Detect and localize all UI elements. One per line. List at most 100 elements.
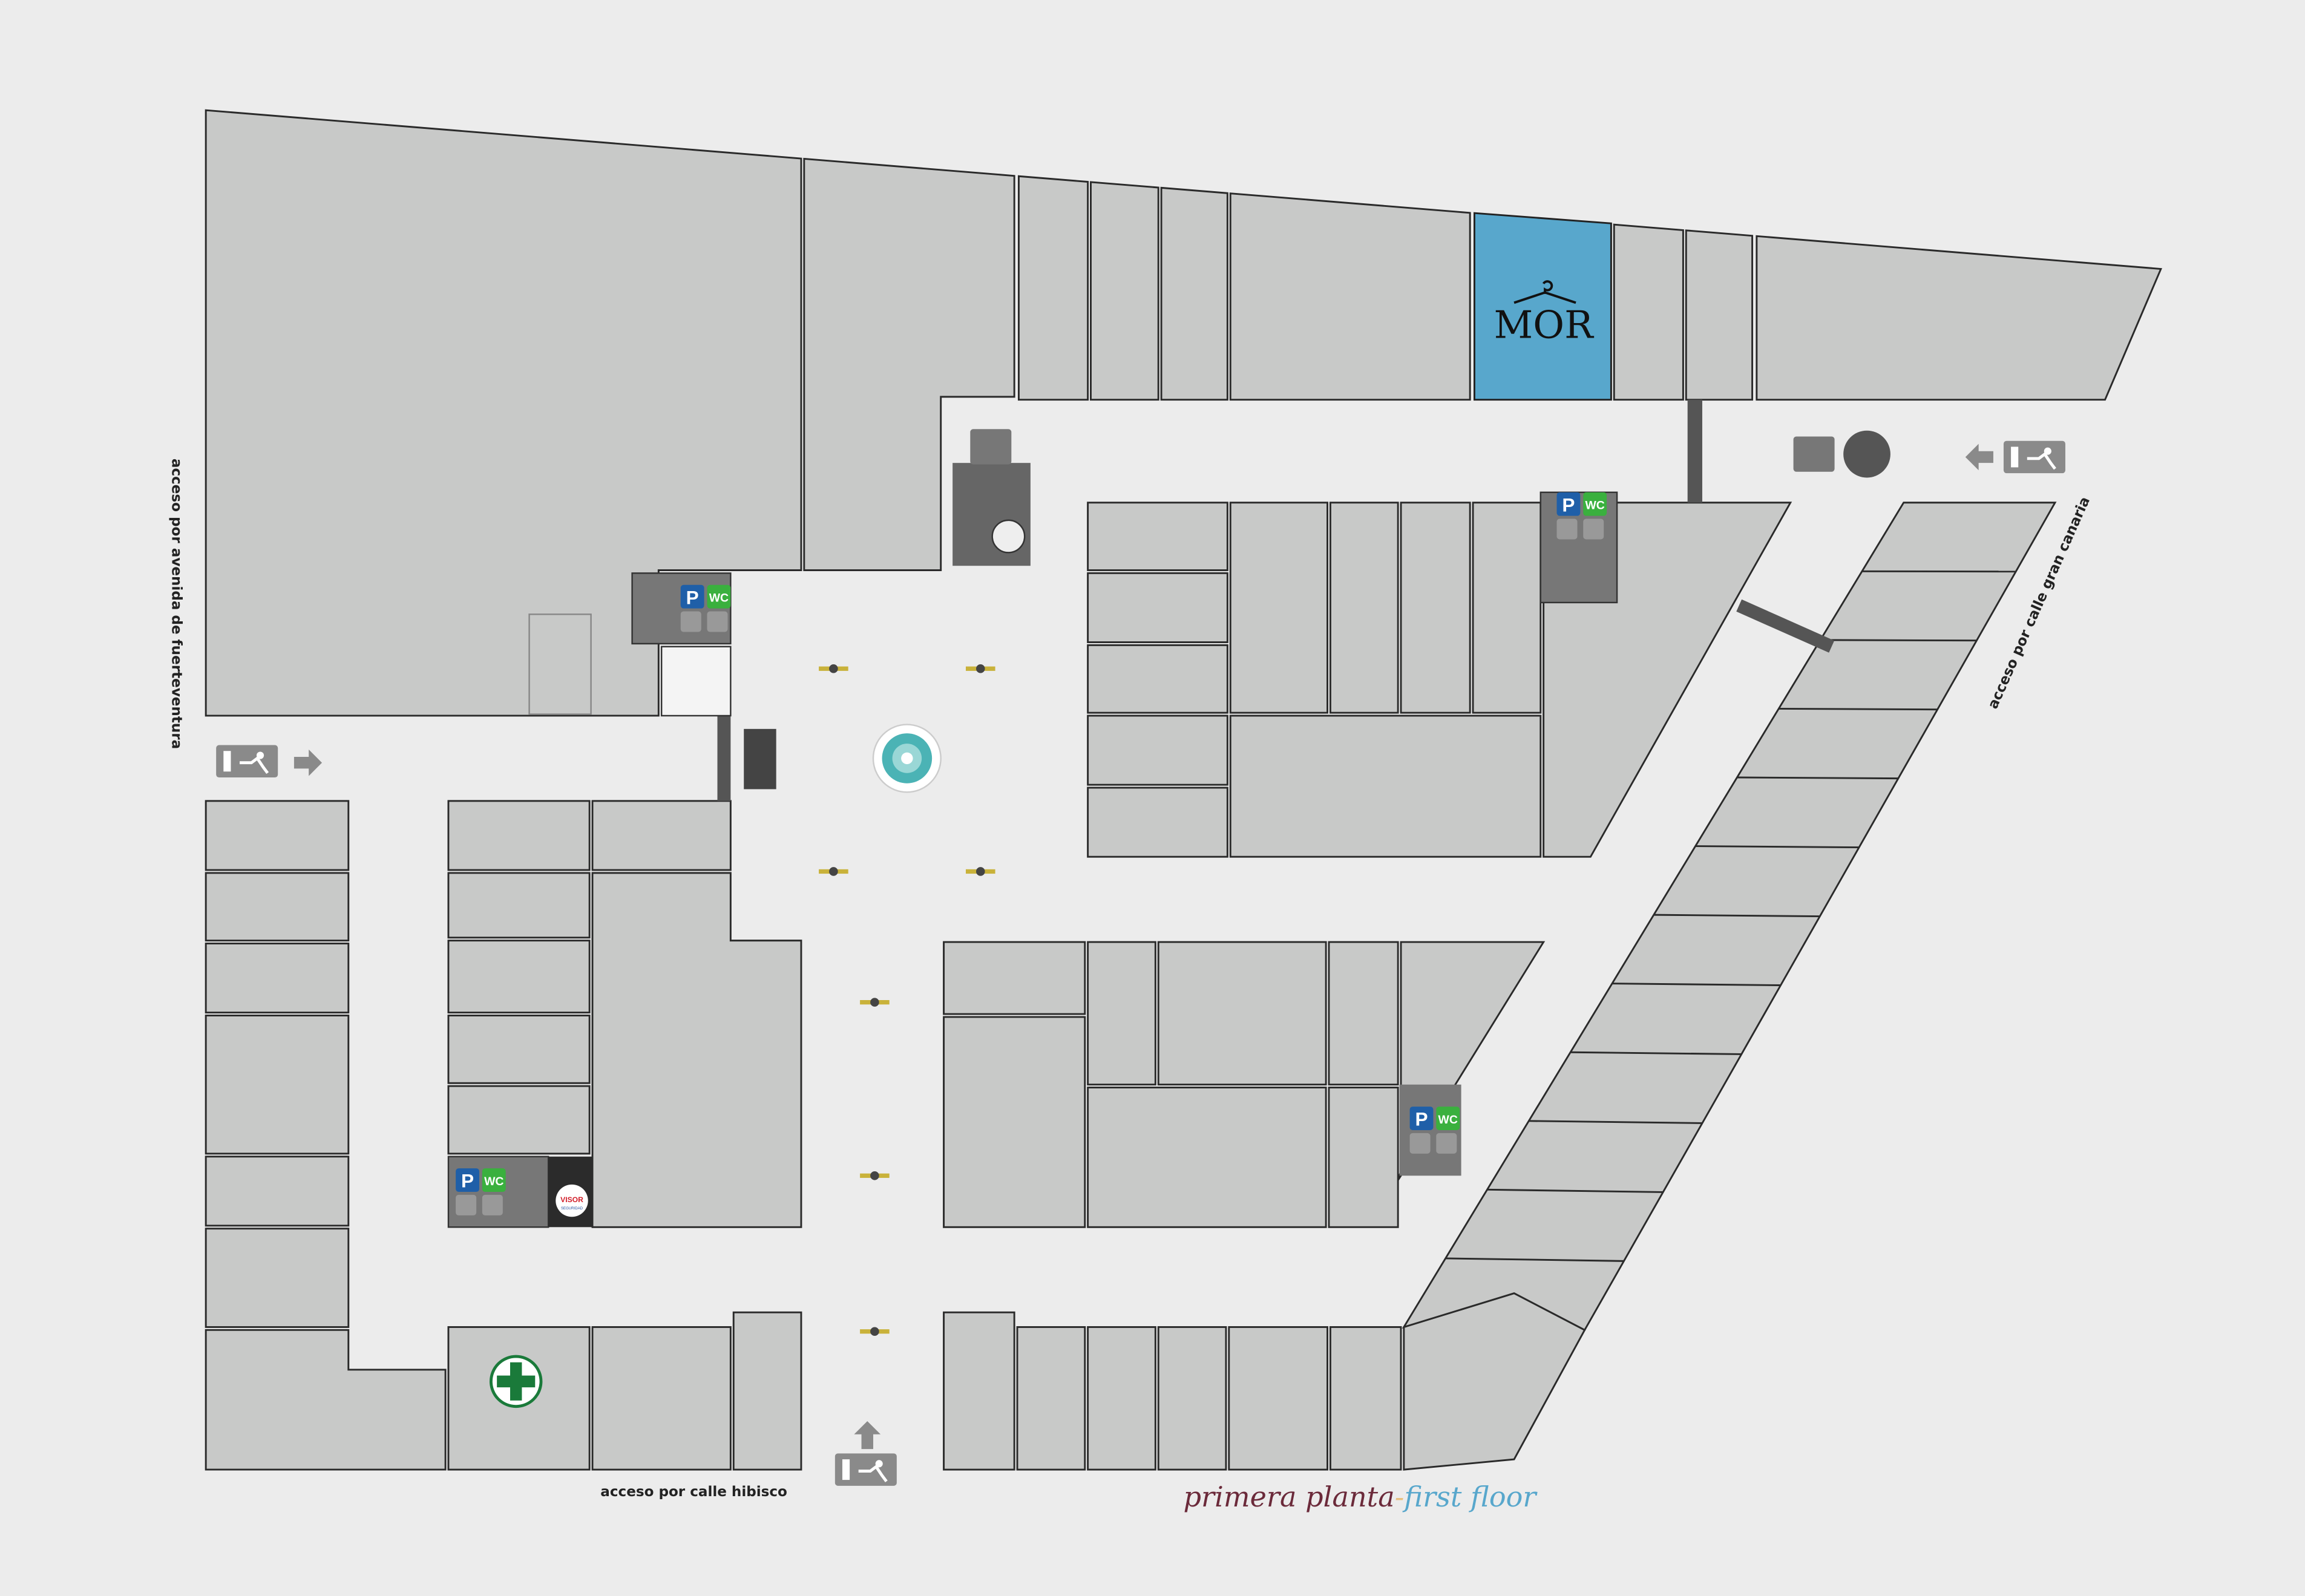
umbrella-icon — [1843, 430, 1890, 478]
exit-runner — [2027, 452, 2056, 470]
bridge — [1736, 599, 1835, 653]
shop-divider — [1570, 1051, 1742, 1055]
shop-unit[interactable] — [1400, 502, 1471, 714]
exit-runner — [240, 756, 269, 774]
shop-unit[interactable] — [1087, 502, 1228, 571]
exit-runner — [858, 1464, 888, 1482]
arrow-icon — [854, 1421, 881, 1450]
shop-unit[interactable] — [447, 872, 591, 939]
bench — [976, 867, 985, 876]
exit-runner — [256, 751, 264, 759]
children-icon — [1793, 436, 1835, 472]
terrace-area — [952, 463, 1031, 566]
bench — [870, 998, 879, 1007]
shop-unit[interactable] — [591, 800, 732, 871]
shop-unit[interactable] — [1160, 186, 1228, 401]
shop-unit[interactable] — [1328, 1087, 1399, 1228]
shop-unit[interactable] — [1756, 235, 2162, 401]
shop-unit[interactable] — [1087, 572, 1228, 643]
parking-icon-label: P — [686, 586, 699, 608]
pharmacy-cross-icon — [489, 1355, 543, 1408]
shop-divider — [1445, 1257, 1624, 1262]
shop-subdivision — [528, 613, 592, 715]
wc-icon-label: WC — [709, 592, 729, 605]
bench — [829, 867, 838, 876]
shop-unit[interactable] — [1017, 175, 1089, 401]
parking-icon-label: P — [461, 1170, 474, 1192]
svg-text:VISOR: VISOR — [560, 1195, 583, 1204]
bridge — [717, 715, 731, 801]
parking-icon-label: P — [1415, 1108, 1428, 1130]
shop-unit[interactable] — [205, 872, 350, 942]
shop-unit[interactable] — [1329, 502, 1399, 714]
escalator-icon — [707, 611, 728, 632]
shop-unit[interactable] — [205, 1329, 447, 1471]
shop-divider — [1653, 914, 1820, 917]
escalator-icon — [1436, 1133, 1457, 1154]
shop-unit[interactable] — [205, 109, 802, 717]
shop-unit[interactable] — [1087, 941, 1156, 1086]
shop-unit[interactable] — [732, 1311, 802, 1471]
wc-icon[interactable] — [1436, 1107, 1460, 1130]
escalator-icon — [482, 1194, 503, 1215]
arrow-icon — [293, 749, 323, 776]
shop-unit[interactable] — [943, 1016, 1086, 1228]
wc-icon-label: WC — [1585, 499, 1604, 512]
floor-title: primera planta-first floor — [1184, 1480, 1538, 1513]
shop-unit[interactable] — [1087, 715, 1228, 786]
store-visor[interactable]: VISOR SEGURIDAD — [548, 1156, 593, 1228]
children-icon — [970, 429, 1012, 465]
bench — [976, 664, 985, 673]
accessible-icon — [1556, 518, 1578, 540]
shop-unit[interactable] — [943, 941, 1086, 1015]
parking-icon[interactable] — [1409, 1107, 1434, 1130]
shop-unit[interactable] — [1228, 1326, 1329, 1471]
shop-unit[interactable] — [591, 1326, 732, 1471]
shop-unit[interactable] — [447, 940, 591, 1014]
parking-icon[interactable] — [456, 1168, 479, 1192]
shop-unit[interactable] — [1229, 502, 1329, 714]
shop-unit[interactable] — [1685, 229, 1754, 401]
shop-unit[interactable] — [1157, 941, 1327, 1086]
wc-icon[interactable] — [707, 584, 731, 609]
shop-unit[interactable] — [205, 1015, 350, 1155]
wc-icon-label: WC — [484, 1175, 503, 1188]
parking-icon[interactable] — [1556, 492, 1581, 516]
shop-unit[interactable] — [205, 800, 350, 871]
shop-unit[interactable] — [205, 943, 350, 1014]
escalator-icon — [1583, 518, 1604, 540]
shop-unit[interactable] — [1157, 1326, 1227, 1471]
shop-unit[interactable] — [1087, 1326, 1156, 1471]
shop-divider — [1529, 1120, 1703, 1124]
parking-icon-label: P — [1562, 494, 1575, 515]
wc-icon[interactable] — [482, 1168, 506, 1192]
shop-unit[interactable] — [447, 1015, 591, 1084]
shop-divider — [1487, 1188, 1664, 1193]
shop-unit[interactable] — [1328, 941, 1399, 1086]
shop-unit[interactable] — [1329, 1326, 1402, 1471]
shop-unit[interactable] — [447, 800, 591, 871]
hanger-icon — [1513, 280, 1576, 304]
shop-unit[interactable] — [1087, 644, 1228, 714]
shop-unit[interactable] — [1613, 223, 1684, 401]
umbrella-icon — [991, 519, 1026, 554]
shop-unit[interactable] — [205, 1156, 350, 1227]
benches — [819, 664, 995, 1336]
shop-unit[interactable] — [205, 1228, 350, 1328]
shop-unit[interactable] — [447, 1085, 591, 1155]
parking-icon[interactable] — [680, 584, 704, 609]
store-mor[interactable]: MOR — [1474, 212, 1612, 401]
shop-unit[interactable] — [1229, 715, 1542, 858]
shop-unit[interactable] — [1229, 192, 1471, 401]
accessible-icon — [1409, 1133, 1431, 1154]
shop-unit[interactable] — [1016, 1326, 1086, 1471]
shop-unit[interactable] — [1087, 787, 1228, 858]
shop-unit[interactable] — [1472, 502, 1542, 714]
shop-unit[interactable] — [943, 1311, 1015, 1471]
shop-unit[interactable] — [1090, 181, 1159, 401]
shop-unit[interactable] — [803, 157, 1015, 571]
access-label-south: acceso por calle hibisco — [600, 1484, 787, 1500]
wc-icon[interactable] — [1583, 492, 1607, 516]
shop-unit[interactable] — [1087, 1087, 1327, 1228]
